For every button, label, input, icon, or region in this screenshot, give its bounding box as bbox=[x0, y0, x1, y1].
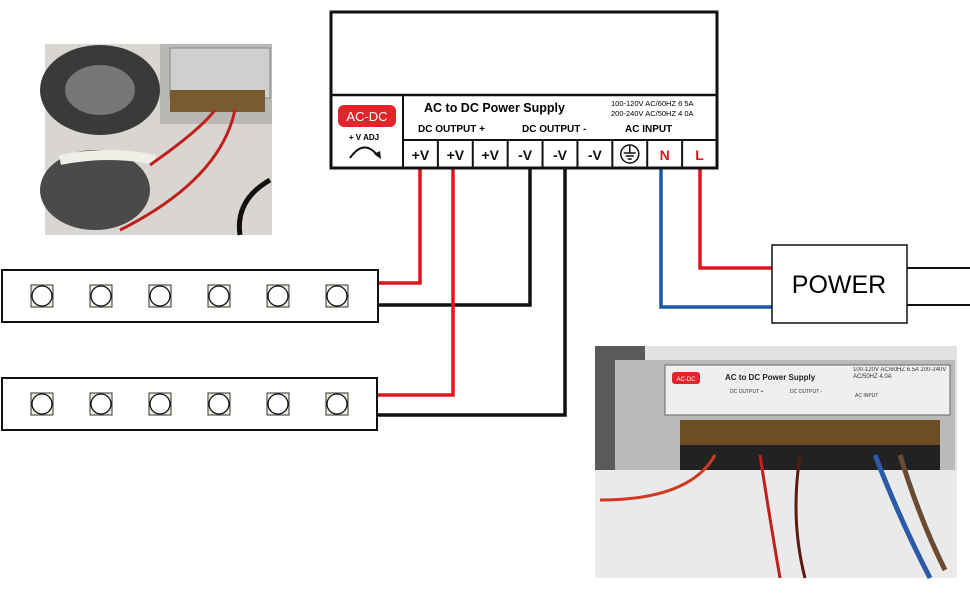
led-chip bbox=[30, 392, 54, 416]
wire-positive-strip1 bbox=[378, 168, 422, 285]
terminal-label: N bbox=[660, 147, 670, 163]
dc-output-minus-label: DC OUTPUT - bbox=[522, 124, 586, 135]
led-chip bbox=[30, 284, 54, 308]
led-chip bbox=[148, 284, 172, 308]
wire-live bbox=[698, 168, 772, 270]
psu-spec-1: 100-120V AC/60HZ 6 5A bbox=[611, 99, 694, 108]
led-strip bbox=[1, 269, 379, 323]
led-strip bbox=[1, 377, 378, 431]
terminal-label: +V bbox=[412, 147, 430, 163]
wires bbox=[377, 168, 970, 417]
terminal-label: +V bbox=[447, 147, 465, 163]
ground-icon bbox=[620, 144, 640, 164]
led-chip bbox=[207, 284, 231, 308]
led-chip bbox=[89, 284, 113, 308]
wire-negative-strip1 bbox=[378, 168, 532, 307]
wire-negative-strip2 bbox=[377, 168, 567, 417]
power-source-box bbox=[771, 244, 908, 324]
photo-title-text: AC to DC Power Supply bbox=[725, 373, 816, 382]
terminal-label: -V bbox=[518, 147, 533, 163]
wire-positive-strip2 bbox=[377, 168, 455, 397]
terminal-label: L bbox=[695, 147, 704, 163]
photo-ac: AC INPUT bbox=[855, 393, 878, 399]
led-chip bbox=[148, 392, 172, 416]
photo-dc-plus: DC OUTPUT + bbox=[730, 389, 763, 395]
photo-led-reel bbox=[40, 44, 272, 236]
voltage-adj-label: + V ADJ bbox=[349, 133, 379, 142]
psu-title: AC to DC Power Supply bbox=[424, 101, 565, 115]
terminal-label: +V bbox=[481, 147, 499, 163]
led-chip bbox=[266, 392, 290, 416]
ac-input-label: AC INPUT bbox=[625, 124, 672, 135]
photo-badge-text: AC-DC bbox=[677, 377, 697, 383]
psu-spec-2: 200-240V AC/50HZ 4 0A bbox=[611, 109, 694, 118]
photo-dc-minus: DC OUTPUT - bbox=[790, 389, 822, 395]
led-chip bbox=[266, 284, 290, 308]
led-chip bbox=[325, 392, 349, 416]
led-chip bbox=[325, 284, 349, 308]
ac-dc-badge bbox=[338, 105, 396, 127]
photo-power-supply: AC-DC AC to DC Power Supply 100-120V AC/… bbox=[595, 346, 957, 580]
led-chip bbox=[89, 392, 113, 416]
led-chip bbox=[207, 392, 231, 416]
terminal-label: -V bbox=[553, 147, 568, 163]
ac-dc-badge-text: AC-DC bbox=[346, 109, 387, 124]
terminal-label: -V bbox=[588, 147, 603, 163]
dc-output-plus-label: DC OUTPUT + bbox=[418, 124, 485, 135]
wire-neutral bbox=[659, 168, 772, 309]
power-supply-unit: AC-DC + V ADJ AC to DC Power Supply 100-… bbox=[329, 10, 719, 170]
power-label: POWER bbox=[792, 271, 886, 299]
photo-spec-text: 100-120V AC/60HZ 6.5A 200-240V AC/50HZ 4… bbox=[853, 367, 947, 380]
